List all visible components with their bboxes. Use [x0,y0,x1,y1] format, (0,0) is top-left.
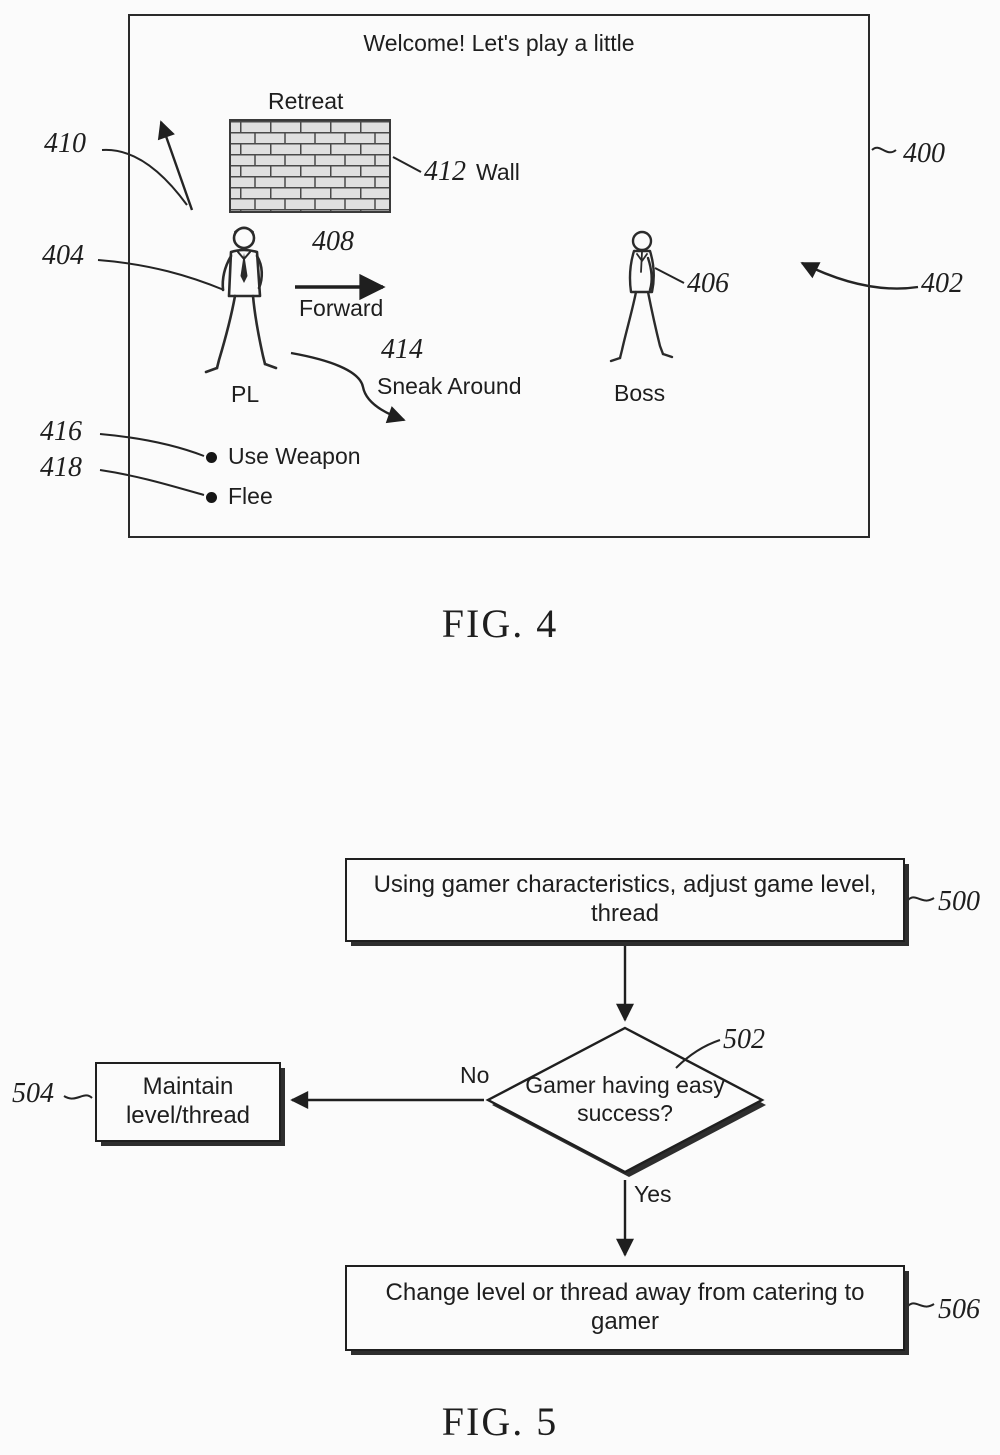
ref-500: 500 [938,886,980,917]
decision-text: Gamer having easy success? [525,1072,725,1126]
flow-box-change: Change level or thread away from caterin… [345,1265,905,1351]
ref-418: 418 [40,452,82,483]
ref-504: 504 [12,1078,54,1109]
flow-box-maintain-text: Maintain level/thread [125,1073,251,1129]
boss-label: Boss [614,380,666,406]
ref-504-leader [63,1094,93,1100]
ref-414: 414 [381,334,423,365]
ref-412: 412 [424,156,466,187]
ref-500-leader [907,896,935,902]
ref-402: 402 [921,268,963,299]
flee-label: Flee [228,483,273,509]
sneak-around-label: Sneak Around [377,373,522,399]
ref-408: 408 [312,226,354,257]
ref-410: 410 [44,128,86,159]
use-weapon-label: Use Weapon [228,443,361,469]
fig5-caption: FIG. 5 [441,1399,559,1444]
ref-506-leader [907,1302,935,1308]
ref-502: 502 [723,1024,765,1055]
flow-box-start: Using gamer characteristics, adjust game… [345,858,905,942]
flow-box-maintain: Maintain level/thread [95,1062,281,1142]
ref-416: 416 [40,416,82,447]
flow-box-change-text: Change level or thread away from caterin… [385,1279,865,1335]
ref-404: 404 [42,240,84,271]
yes-branch-label: Yes [634,1181,672,1207]
flee-bullet [206,492,217,503]
flow-box-start-text: Using gamer characteristics, adjust game… [373,871,877,927]
forward-label: Forward [299,295,384,321]
ref-400-leader [871,146,897,154]
ref-400: 400 [903,138,945,169]
ref-506: 506 [938,1294,980,1325]
no-branch-label: No [460,1062,490,1088]
game-welcome-title: Welcome! Let's play a little [363,30,635,56]
game-screen-frame [128,14,870,538]
player-label: PL [231,381,260,407]
wall-callout: 412 Wall [424,156,520,188]
fig4-caption: FIG. 4 [441,601,559,646]
use-weapon-bullet [206,452,217,463]
ref-406: 406 [687,268,729,299]
retreat-label: Retreat [268,88,344,114]
ref-502-leader [675,1039,721,1069]
wall-label: Wall [476,159,520,185]
